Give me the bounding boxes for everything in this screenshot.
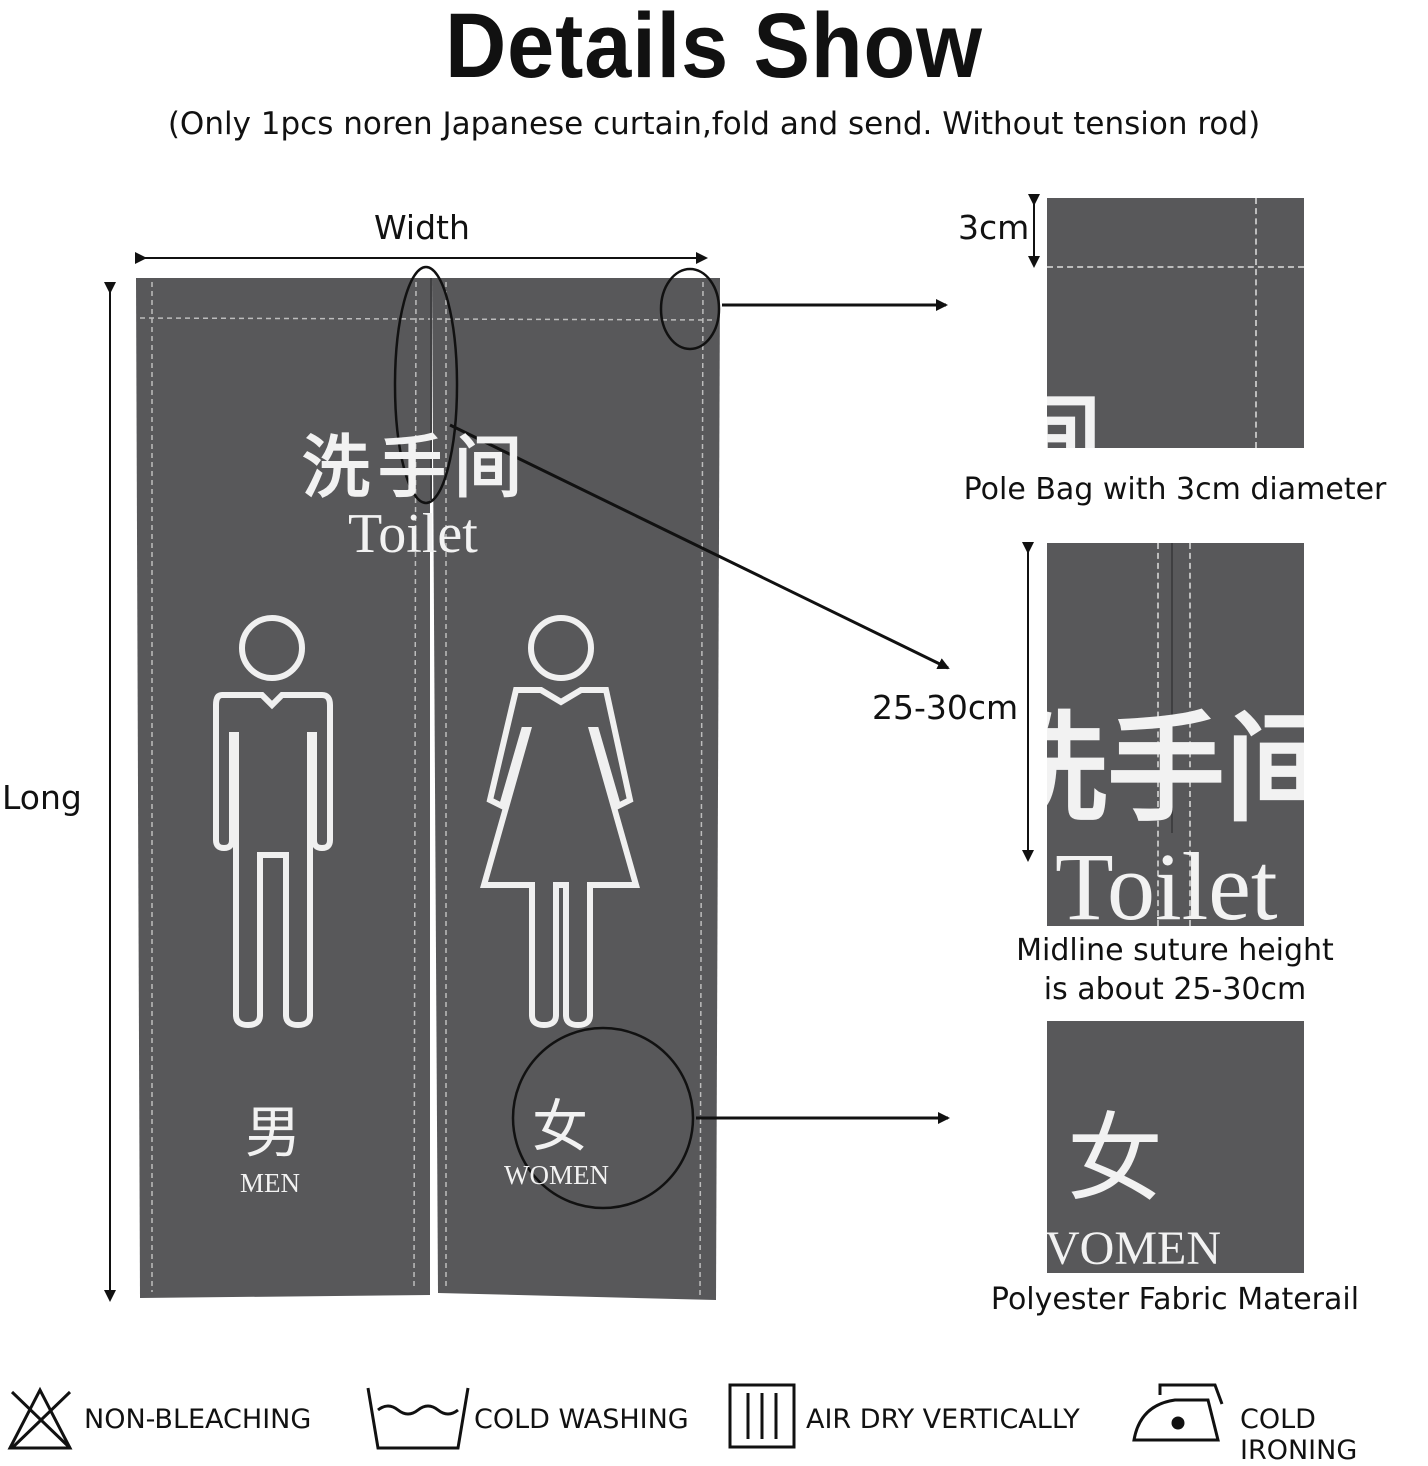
men-figure xyxy=(213,615,333,1029)
width-label: Width xyxy=(374,208,470,247)
suture-caption-line1: Midline suture height xyxy=(1016,933,1334,968)
pointer-suture xyxy=(449,423,950,670)
left-curtain-panel xyxy=(136,278,430,1298)
care-label-cold-iron: COLD IRONING xyxy=(1240,1404,1358,1466)
pole-dimension-label: 3cm xyxy=(958,208,1030,247)
cold-wash-icon xyxy=(366,1387,470,1450)
zoom-material: 女 VOMEN xyxy=(1047,1021,1304,1273)
callout-ellipse-pole xyxy=(659,267,721,351)
cold-iron-icon xyxy=(1132,1383,1224,1442)
stitching-lines xyxy=(139,281,717,1297)
zoom-suture-text: Toilet xyxy=(1055,833,1278,926)
zoom-pole-bag: 间 xyxy=(1047,198,1304,448)
air-dry-icon xyxy=(728,1383,796,1449)
zoom-midline-suture: 洗手间 Toilet xyxy=(1047,543,1304,926)
pole-bag-caption: Pole Bag with 3cm diameter xyxy=(963,472,1387,507)
care-label-cold-wash: COLD WASHING xyxy=(474,1404,689,1435)
no-bleach-icon xyxy=(7,1386,73,1450)
long-label: Long xyxy=(2,778,82,817)
women-label: WOMEN xyxy=(504,1160,609,1190)
zoom-suture-cjk: 洗手间 xyxy=(1047,699,1304,838)
zoom-women-cjk: 女 xyxy=(1067,1103,1163,1215)
page-title: Details Show xyxy=(445,0,983,97)
suture-dimension-label: 25-30cm xyxy=(872,688,1019,727)
care-label-air-dry: AIR DRY VERTICALLY xyxy=(806,1404,1080,1435)
right-curtain-panel xyxy=(432,278,720,1300)
men-label: MEN xyxy=(240,1168,300,1198)
curtain-english-title: Toilet xyxy=(348,503,478,565)
zoom-pole-cjk: 间 xyxy=(1047,384,1102,448)
curtain-chinese-title: 洗手间 xyxy=(302,428,531,508)
women-cjk-label: 女 xyxy=(532,1095,588,1160)
material-caption: Polyester Fabric Materail xyxy=(990,1282,1360,1317)
suture-caption-line2: is about 25-30cm xyxy=(1043,972,1307,1007)
zoom-women-text: VOMEN xyxy=(1047,1222,1221,1273)
men-cjk-label: 男 xyxy=(245,1101,301,1166)
care-label-no-bleach: NON-BLEACHING xyxy=(84,1404,312,1435)
callout-circle-women xyxy=(511,1026,695,1210)
callout-ellipse-suture xyxy=(393,265,459,505)
women-figure xyxy=(480,615,640,1029)
page-subtitle: (Only 1pcs noren Japanese curtain,fold a… xyxy=(167,106,1261,142)
